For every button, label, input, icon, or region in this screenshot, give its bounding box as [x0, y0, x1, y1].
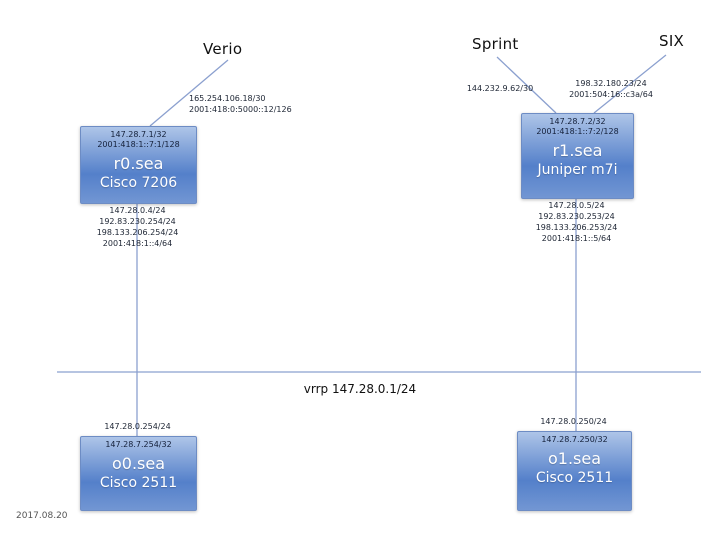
r0-loopbacks: 147.28.7.1/32 2001:418:1::7:1/128	[97, 130, 179, 150]
r1-lan-addr-1: 147.28.0.5/24	[548, 201, 605, 210]
r1-lan-addresses: 147.28.0.5/24 192.83.230.253/24 198.133.…	[521, 200, 632, 244]
o0-lan-address: 147.28.0.254/24	[104, 422, 171, 431]
r1-name: r1.sea	[552, 141, 603, 160]
sprint-label: Sprint	[472, 35, 519, 53]
r0-lan-addresses: 147.28.0.4/24 192.83.230.254/24 198.133.…	[80, 205, 195, 249]
r0-loopback-v4: 147.28.7.1/32	[110, 130, 167, 139]
r1-lan-addr-4: 2001:418:1::5/64	[541, 234, 612, 243]
o1-lan-address: 147.28.0.250/24	[540, 417, 607, 426]
o1-loopback: 147.28.7.250/32	[541, 435, 608, 444]
o0-name: o0.sea	[111, 454, 166, 473]
r0-lan-addr-1: 147.28.0.4/24	[109, 206, 166, 215]
o1-name: o1.sea	[547, 449, 602, 468]
router-r1-box: 147.28.7.2/32 2001:418:1::7:2/128 r1.sea…	[521, 113, 634, 199]
r0-lan-addr-3: 198.133.206.254/24	[96, 228, 179, 237]
r1-lan-addr-2: 192.83.230.253/24	[538, 212, 615, 221]
six-link-v6: 2001:504:16::c3a/64	[569, 90, 653, 99]
r0-name: r0.sea	[113, 154, 164, 173]
r0-model: Cisco 7206	[99, 175, 178, 191]
r1-loopbacks: 147.28.7.2/32 2001:418:1::7:2/128	[536, 117, 618, 137]
r0-lan-addr-4: 2001:418:1::4/64	[102, 239, 173, 248]
o1-model: Cisco 2511	[535, 470, 614, 486]
r1-loopback-v4: 147.28.7.2/32	[549, 117, 606, 126]
link-verio-r0	[149, 59, 229, 127]
o0-loopback: 147.28.7.254/32	[105, 440, 172, 449]
link-six-r1	[593, 54, 667, 114]
r1-lan-addr-3: 198.133.206.253/24	[535, 223, 618, 232]
console-o1-box: 147.28.7.250/32 o1.sea Cisco 2511	[517, 431, 632, 511]
r0-lan-addr-2: 192.83.230.254/24	[99, 217, 176, 226]
o0-model: Cisco 2511	[99, 475, 178, 491]
r1-loopback-v6: 2001:418:1::7:2/128	[536, 127, 619, 136]
r1-model: Juniper m7i	[537, 162, 618, 178]
verio-link-v6: 2001:418:0:5000::12/126	[189, 105, 292, 114]
six-label: SIX	[659, 32, 685, 50]
six-link-addresses: 198.32.180.23/24 2001:504:16::c3a/64	[545, 78, 677, 100]
verio-label: Verio	[203, 40, 243, 58]
sprint-link-v4: 144.232.9.62/30	[466, 84, 534, 93]
r0-loopback-v6: 2001:418:1::7:1/128	[97, 140, 180, 149]
verio-link-v4: 165.254.106.18/30	[189, 94, 266, 103]
console-o0-box: 147.28.7.254/32 o0.sea Cisco 2511	[80, 436, 197, 511]
six-link-v4: 198.32.180.23/24	[575, 79, 647, 88]
link-sprint-r1	[496, 56, 557, 114]
date-label: 2017.08.20	[16, 511, 68, 521]
sprint-link-addresses: 144.232.9.62/30	[454, 83, 546, 94]
verio-link-addresses: 165.254.106.18/30 2001:418:0:5000::12/12…	[189, 93, 292, 115]
vrrp-label: vrrp 147.28.0.1/24	[303, 382, 417, 396]
router-r0-box: 147.28.7.1/32 2001:418:1::7:1/128 r0.sea…	[80, 126, 197, 204]
